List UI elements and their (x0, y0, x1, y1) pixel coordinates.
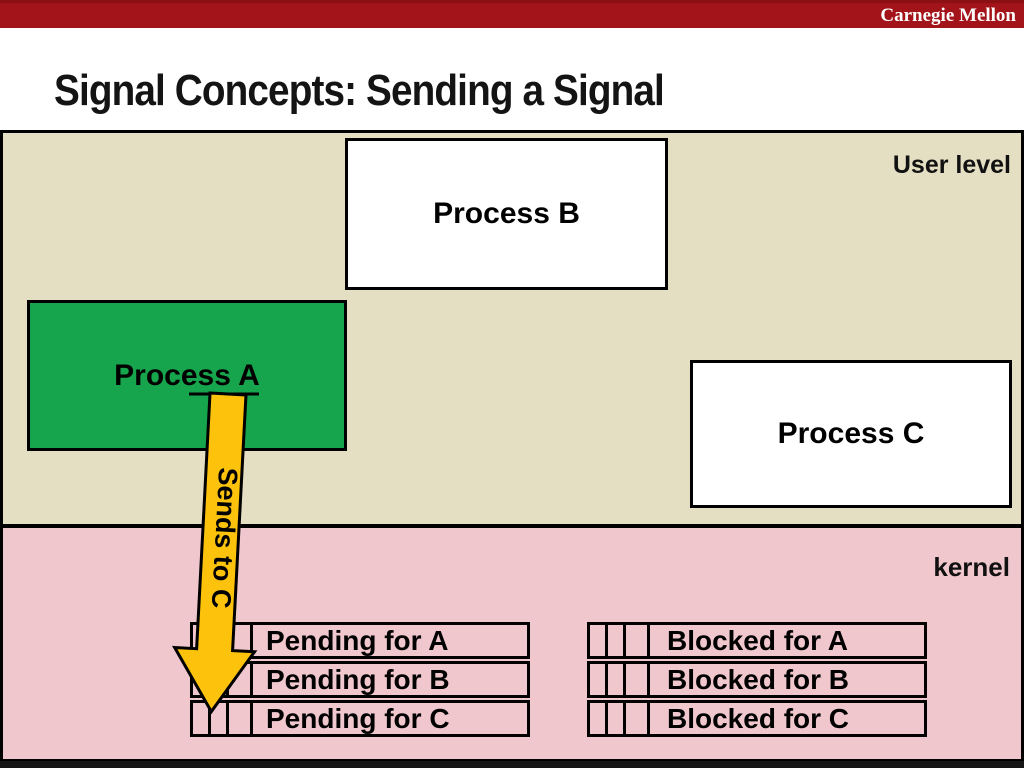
header-bar: Carnegie Mellon (0, 0, 1024, 28)
process-b-box: Process B (345, 138, 668, 290)
bitvector-cell (229, 625, 253, 656)
bitvector-cell (229, 703, 253, 734)
bitvector-cell (211, 625, 229, 656)
bitvector-cell (608, 703, 626, 734)
blocked-table: Blocked for A Blocked for B Blocked for … (587, 622, 927, 739)
blocked-row-a-label: Blocked for A (667, 624, 848, 656)
pending-table: Pending for A Pending for B Pending for … (190, 622, 530, 739)
process-b-label: Process B (433, 197, 580, 230)
blocked-row-b-label: Blocked for B (667, 663, 850, 695)
process-a-label: Process A (114, 358, 260, 392)
blocked-row-a: Blocked for A (587, 622, 927, 659)
process-a-box: Process A (27, 300, 347, 451)
bitvector-cell (193, 625, 211, 656)
bitvector-cell (590, 625, 608, 656)
bitvector-cell (626, 703, 650, 734)
bitvector-cell (590, 664, 608, 695)
bitvector-cell (229, 664, 253, 695)
bitvector-cell (193, 664, 211, 695)
pending-row-b: Pending for B (190, 661, 530, 698)
blocked-row-c-label: Blocked for C (667, 702, 850, 734)
bitvector-cell (626, 625, 650, 656)
bitvector-cell (193, 703, 211, 734)
user-level-label: User level (892, 151, 1011, 179)
kernel-label: kernel (933, 552, 1010, 582)
process-c-box: Process C (690, 360, 1012, 508)
bottom-strip (0, 761, 1024, 768)
pending-row-a: Pending for A (190, 622, 530, 659)
process-c-label: Process C (777, 417, 925, 450)
page-title: Signal Concepts: Sending a Signal (54, 66, 665, 115)
bitvector-cell (626, 664, 650, 695)
bitvector-cell (608, 664, 626, 695)
bitvector-cell (211, 703, 229, 734)
bitvector-cell (211, 664, 229, 695)
bitvector-cell (608, 625, 626, 656)
blocked-row-c: Blocked for C (587, 700, 927, 737)
pending-row-b-label: Pending for B (266, 663, 450, 695)
bitvector-cell (590, 703, 608, 734)
pending-row-c: Pending for C (190, 700, 530, 737)
blocked-row-b: Blocked for B (587, 661, 927, 698)
pending-row-a-label: Pending for A (266, 624, 449, 656)
brand-logo: Carnegie Mellon (880, 5, 1016, 26)
pending-row-c-label: Pending for C (266, 702, 450, 734)
